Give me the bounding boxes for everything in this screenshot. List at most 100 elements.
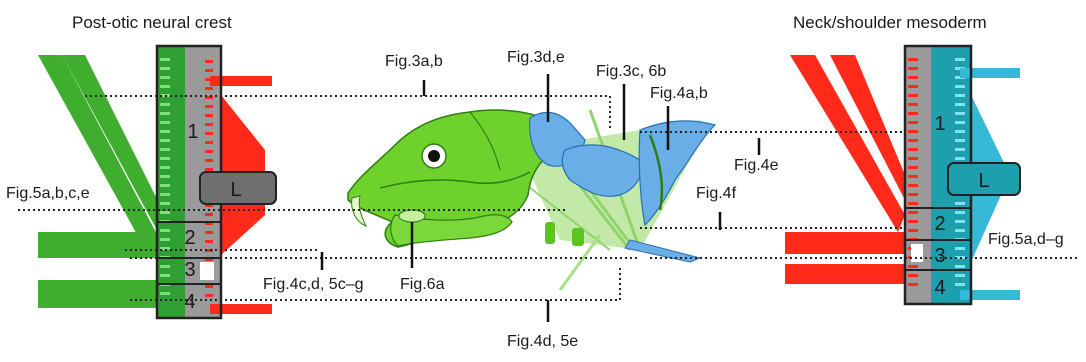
right-red-tick	[908, 211, 918, 214]
left-green-tick	[160, 193, 170, 196]
right-segment-1-label: 1	[934, 113, 945, 135]
eye-pupil	[428, 150, 440, 162]
right-cyan-tick	[955, 94, 965, 97]
right-segment-4-label: 4	[934, 277, 945, 299]
left-green-tick	[160, 121, 170, 124]
left-green-tick	[160, 157, 170, 160]
right-red-tick	[908, 139, 918, 142]
right-cyan-tick	[955, 202, 965, 205]
label-fig3ab: Fig.3a,b	[385, 53, 443, 70]
right-cyan-tick	[955, 103, 965, 106]
left-red-bar-bottom	[210, 304, 272, 314]
left-green-tick	[160, 229, 170, 232]
right-cyan-tick	[955, 265, 965, 268]
right-red-tick	[908, 283, 918, 286]
left-green-tick	[160, 292, 170, 295]
left-green-tick	[160, 265, 170, 268]
right-red-tick	[908, 94, 918, 97]
left-red-tick	[205, 231, 213, 234]
label-fig6a: Fig.6a	[400, 276, 445, 293]
left-red-tick	[205, 87, 213, 90]
right-cyan-tick	[955, 229, 965, 232]
right-cyan-tick	[955, 130, 965, 133]
right-cyan-tick	[955, 148, 965, 151]
left-red-tick	[205, 168, 213, 171]
label-fig4e: Fig.4e	[734, 157, 779, 174]
left-green-tick	[160, 58, 170, 61]
left-segment-1-label: 1	[187, 121, 198, 143]
right-segment-3-label: 3	[934, 245, 945, 267]
left-red-bar-top	[210, 76, 272, 86]
left-green-tick	[160, 67, 170, 70]
left-green-tick	[160, 103, 170, 106]
right-red-band-4	[785, 264, 905, 284]
right-red-tick	[908, 67, 918, 70]
right-red-tick	[908, 157, 918, 160]
left-green-tick	[160, 184, 170, 187]
left-red-tick	[205, 114, 213, 117]
right-cyan-tick	[955, 121, 965, 124]
label-fig4cd5cg: Fig.4c,d, 5c–g	[263, 276, 364, 293]
left-green-tick	[160, 166, 170, 169]
left-green-tick	[160, 139, 170, 142]
left-band-4	[38, 280, 158, 308]
label-fig3de: Fig.3d,e	[507, 49, 565, 66]
right-l-marker-label: L	[978, 170, 989, 192]
left-green-tick	[160, 130, 170, 133]
right-cyan-tick	[955, 247, 965, 250]
right-red-tick	[908, 202, 918, 205]
left-stream-upper	[38, 55, 168, 258]
right-cyan-bar-top	[960, 68, 1020, 78]
right-cyan-tick	[955, 85, 965, 88]
right-mesoderm-panel: L 1 2 3 4	[785, 46, 1020, 304]
cartilage-piece-1	[545, 222, 555, 244]
right-red-tick	[908, 229, 918, 232]
left-red-tick	[205, 132, 213, 135]
right-white-notch	[911, 244, 923, 262]
label-fig3c6b: Fig.3c, 6b	[596, 63, 666, 80]
left-green-tick	[160, 148, 170, 151]
left-red-tick	[205, 213, 213, 216]
left-red-tick	[205, 294, 213, 297]
left-band-2	[38, 232, 158, 258]
right-red-tick	[908, 112, 918, 115]
left-red-tick	[205, 141, 213, 144]
left-white-notch	[200, 262, 214, 280]
left-red-tick	[205, 123, 213, 126]
skull-illustration	[348, 110, 715, 290]
right-red-tick	[908, 193, 918, 196]
right-red-tick	[908, 184, 918, 187]
cartilage-piece-2	[572, 228, 584, 246]
right-red-tick	[908, 148, 918, 151]
left-green-tick	[160, 238, 170, 241]
left-stream-lower	[62, 55, 165, 232]
left-green-tick	[160, 76, 170, 79]
left-segment-3-label: 3	[184, 259, 195, 281]
right-red-tick	[908, 85, 918, 88]
right-red-tick	[908, 103, 918, 106]
right-cyan-tick	[955, 112, 965, 115]
left-green-tick	[160, 175, 170, 178]
left-red-tick	[205, 105, 213, 108]
header-left: Post-otic neural crest	[72, 13, 232, 32]
right-cyan-bar-bottom	[960, 290, 1020, 300]
right-cyan-tick	[955, 211, 965, 214]
right-cyan-tick	[955, 274, 965, 277]
right-red-tick	[908, 265, 918, 268]
right-cyan-tick	[955, 58, 965, 61]
right-red-tick	[908, 175, 918, 178]
label-fig4d5e: Fig.4d, 5e	[507, 333, 578, 350]
left-red-tick	[205, 285, 213, 288]
left-green-tick	[160, 112, 170, 115]
right-cyan-tick	[955, 157, 965, 160]
right-red-tick	[908, 130, 918, 133]
left-red-tick	[205, 150, 213, 153]
left-red-tick	[205, 60, 213, 63]
label-fig4f: Fig.4f	[696, 185, 737, 202]
right-red-tick	[908, 274, 918, 277]
left-l-marker-label: L	[230, 179, 241, 201]
left-red-tick	[205, 69, 213, 72]
right-red-tick	[908, 166, 918, 169]
right-cyan-tick	[955, 220, 965, 223]
